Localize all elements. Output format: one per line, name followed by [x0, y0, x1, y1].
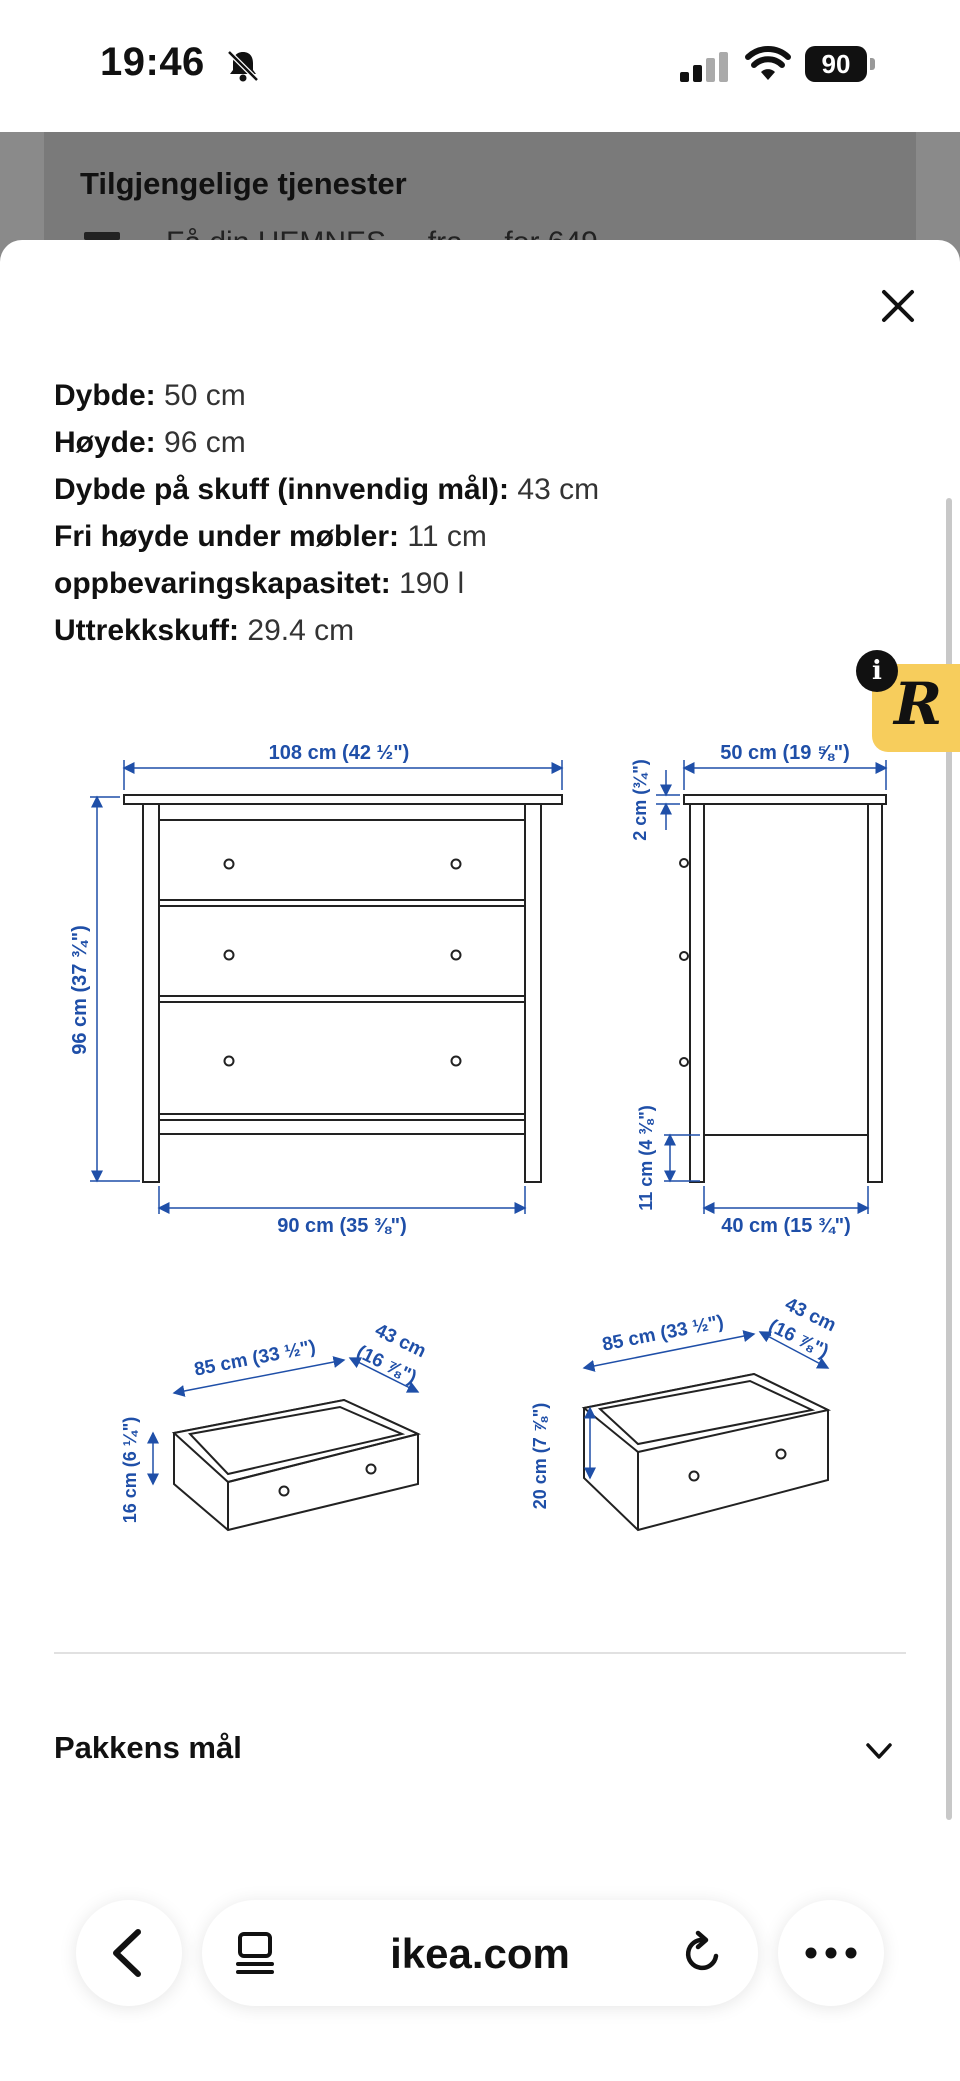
chevron-down-icon[interactable] — [862, 1736, 896, 1766]
front-height-label: 96 cm (37 ¾") — [69, 925, 91, 1055]
spec-list: Dybde: 50 cm Høyde: 96 cm Dybde på skuff… — [54, 372, 599, 654]
side-view-dresser — [679, 794, 887, 1183]
back-chevron-icon — [113, 1929, 141, 1977]
spec-label: Høyde: — [54, 426, 156, 459]
scrollbar[interactable] — [946, 498, 952, 1820]
more-icon — [805, 1947, 857, 1959]
spec-label: Dybde: — [54, 379, 156, 412]
front-width-label: 108 cm (42 ½") — [269, 742, 410, 764]
side-depth-label: 50 cm (19 ⅝") — [720, 742, 850, 764]
battery-level: 90 — [805, 46, 867, 82]
reload-icon[interactable] — [680, 1930, 726, 1976]
drawer-2-width-label: 85 cm (33 ½") — [601, 1312, 726, 1356]
drawer-2-height-label: 20 cm (7 ⅞") — [530, 1403, 550, 1510]
close-icon[interactable] — [872, 280, 924, 332]
drawer-1-illustration — [171, 1398, 421, 1532]
spec-value: 29.4 cm — [247, 614, 355, 647]
badge-letter: R — [894, 670, 943, 738]
front-inner-width-label: 90 cm (35 ⅜") — [277, 1215, 407, 1237]
back-button[interactable] — [76, 1900, 182, 2006]
side-dimension-lines — [656, 760, 888, 1214]
signal-icon — [680, 52, 728, 82]
spec-value: 43 cm — [517, 473, 600, 506]
drawer-1-width-label: 85 cm (33 ½") — [193, 1337, 318, 1381]
package-dimensions-title[interactable]: Pakkens mål — [54, 1730, 242, 1765]
dimension-diagram: 108 cm (42 ½") 96 cm (37 ¾") 90 cm (35 ⅜… — [69, 742, 888, 1532]
spec-label: Dybde på skuff (innvendig mål): — [54, 473, 510, 506]
reader-icon[interactable] — [234, 1930, 278, 1976]
side-clearance-label: 11 cm (4 ⅜") — [636, 1105, 656, 1211]
address-bar[interactable]: ikea.com — [202, 1900, 758, 2006]
battery-cap — [870, 58, 875, 70]
drawer-2-dimension-lines — [582, 1330, 830, 1480]
front-dimension-lines — [90, 760, 564, 1214]
spec-clearance: Fri høyde under møbler: 11 cm — [54, 513, 599, 560]
more-button[interactable] — [778, 1900, 884, 2006]
url-text[interactable]: ikea.com — [390, 1930, 570, 1977]
drawer-1-height-label: 16 cm (6 ¼") — [120, 1417, 140, 1524]
spec-label: Fri høyde under møbler: — [54, 520, 400, 553]
spec-label: oppbevaringskapasitet: — [54, 567, 391, 600]
background-section-title: Tilgjengelige tjenester — [80, 166, 407, 201]
section-divider — [54, 1652, 906, 1654]
wifi-icon — [745, 46, 791, 80]
status-time: 19:46 — [100, 40, 205, 84]
info-icon[interactable]: i — [856, 650, 898, 692]
spec-value: 11 cm — [407, 520, 487, 553]
spec-drawer-depth: Dybde på skuff (innvendig mål): 43 cm — [54, 466, 599, 513]
status-bar: 19:46 90 — [0, 0, 960, 132]
truck-icon — [84, 232, 120, 240]
spec-depth: Dybde: 50 cm — [54, 372, 599, 419]
spec-capacity: oppbevaringskapasitet: 190 l — [54, 560, 599, 607]
spec-value: 96 cm — [164, 426, 246, 459]
side-inner-depth-label: 40 cm (15 ¾") — [721, 1215, 851, 1237]
front-view-dresser — [123, 794, 563, 1183]
spec-drawer-pullout: Uttrekkskuff: 29.4 cm — [54, 607, 599, 654]
spec-value: 190 l — [399, 567, 465, 600]
drawer-1-dimension-lines — [147, 1356, 420, 1486]
side-top-label: 2 cm (¾") — [630, 759, 650, 841]
spec-value: 50 cm — [164, 379, 246, 412]
spec-label: Uttrekkskuff: — [54, 614, 240, 647]
battery-icon: 90 — [805, 46, 877, 82]
spec-height: Høyde: 96 cm — [54, 419, 599, 466]
drawer-2-illustration — [581, 1372, 832, 1532]
bell-slash-icon — [227, 50, 259, 82]
